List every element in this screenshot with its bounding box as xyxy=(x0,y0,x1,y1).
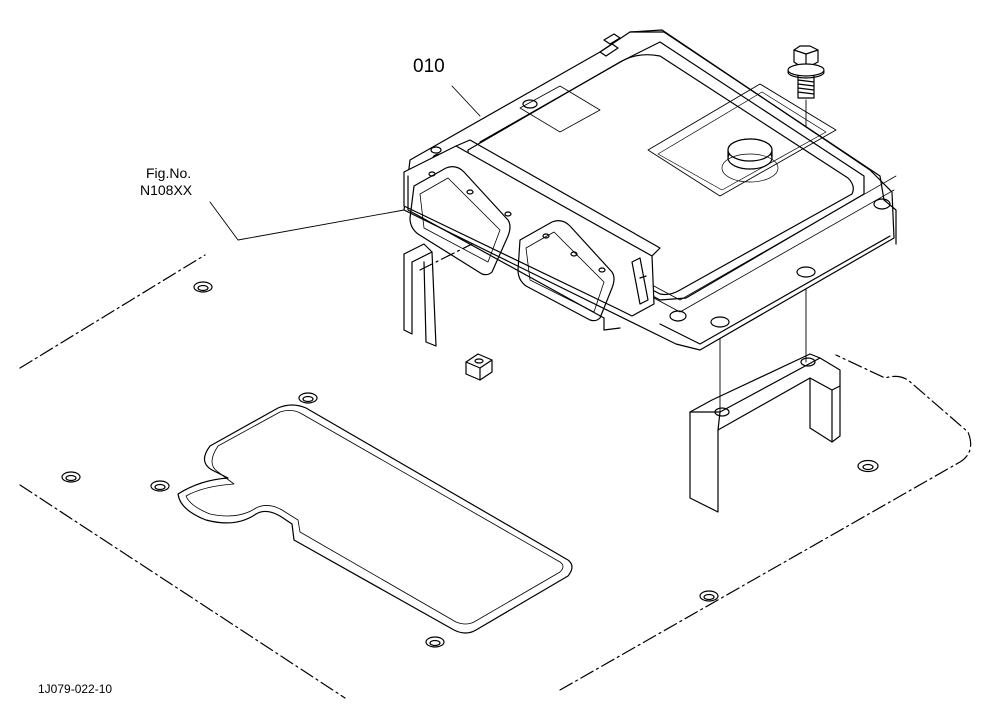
part-number-label: 010 xyxy=(413,56,445,77)
control-unit xyxy=(403,29,897,351)
plate-holes xyxy=(61,281,879,648)
hex-nut xyxy=(465,353,493,381)
drawing-id: 1J079-022-10 xyxy=(38,682,113,696)
base-plate xyxy=(19,239,972,699)
mounting-bracket-left xyxy=(403,243,437,347)
mounting-bracket-right xyxy=(689,353,841,513)
plate-cutout xyxy=(177,404,573,634)
figure-ref-label: Fig.No. xyxy=(146,165,192,181)
connector-port-1 xyxy=(409,166,511,276)
figure-ref-leader xyxy=(209,201,405,241)
connector-pins xyxy=(428,146,606,273)
mounting-bolt xyxy=(787,45,825,99)
callout-leaders xyxy=(209,85,481,241)
figure-ref-code: N108XX xyxy=(140,182,193,198)
connector-port-2 xyxy=(517,220,615,322)
